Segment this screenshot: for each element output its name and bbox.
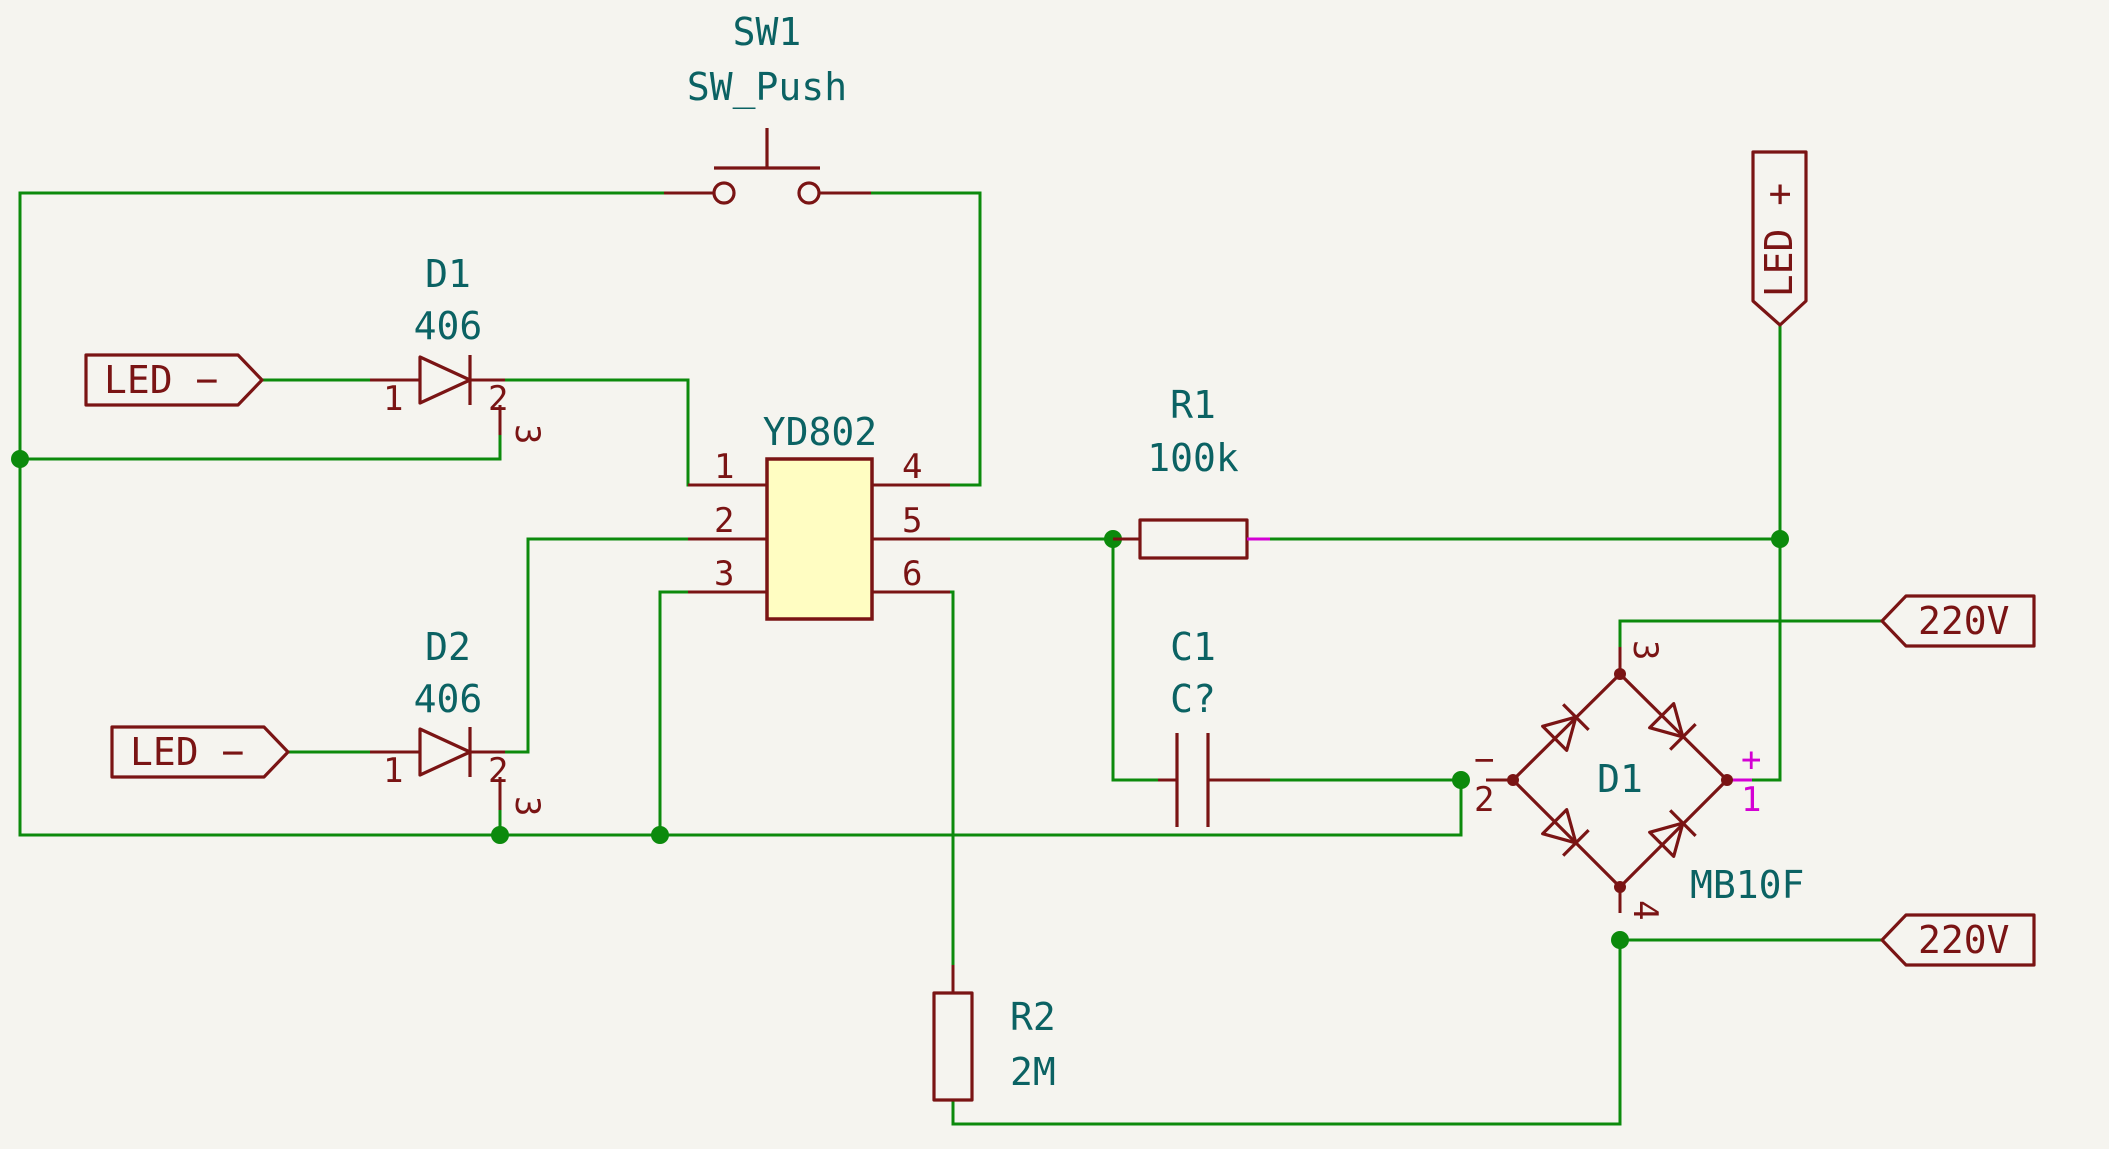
bridge-pin-ac1: 3: [1625, 640, 1665, 660]
wire-switch-left: [18, 191, 666, 837]
bridge-value: MB10F: [1690, 863, 1804, 907]
ic-pin2: 2: [714, 501, 734, 541]
bridge-pin-plus: +: [1741, 740, 1761, 780]
ic-body: [765, 457, 874, 621]
junction-220v-bottom: [1611, 931, 1629, 949]
d2-pin2: 2: [488, 751, 508, 791]
d1-ref: D1: [425, 252, 471, 296]
bridge-pin-plus-num: 1: [1741, 780, 1761, 820]
220v-bottom-text: 220V: [1918, 918, 2010, 962]
ic-pin4: 4: [902, 447, 922, 487]
wire-d1-pin3: [18, 433, 502, 461]
sw1-ref: SW1: [733, 10, 802, 54]
r1-value: 100k: [1147, 436, 1239, 480]
diode-d2[interactable]: D2 406 1 2 3: [370, 625, 547, 816]
wire-ic6-r2: [948, 590, 955, 995]
d2-pin3: 3: [507, 796, 547, 816]
bridge-pin-minus-num: 2: [1474, 780, 1494, 820]
d1-pin2: 2: [488, 379, 508, 419]
d2-pin1: 1: [383, 751, 403, 791]
bridge-pin-ac2: 4: [1625, 900, 1665, 920]
d1-value: 406: [414, 304, 483, 348]
r2-ref: R2: [1010, 995, 1056, 1039]
junction-d2-bus: [491, 826, 509, 844]
ic-pin3: 3: [714, 554, 734, 594]
junction-ic3-bus: [651, 826, 669, 844]
wire-bottom-bus: [488, 778, 1463, 837]
label-led-plus[interactable]: LED +: [1751, 150, 1808, 327]
r2-value: 2M: [1010, 1050, 1056, 1094]
label-220v-bottom[interactable]: 220V: [1880, 913, 2036, 967]
wires: [18, 191, 1884, 1126]
c1-value: C?: [1170, 677, 1216, 721]
ic-pin6: 6: [902, 554, 922, 594]
resistor-r1[interactable]: R1 100k: [1113, 383, 1270, 560]
resistor-r2[interactable]: R2 2M: [932, 965, 1056, 1102]
junction-left-rail: [11, 450, 29, 468]
220v-top-text: 220V: [1918, 599, 2010, 643]
wire-switch-right: [869, 191, 982, 487]
ic-ref: YD802: [763, 410, 877, 454]
diode-d1[interactable]: D1 406 1 2 3: [370, 252, 547, 444]
bridge-ref: D1: [1597, 757, 1643, 801]
switch-sw1[interactable]: SW1 SW_Push: [664, 10, 871, 205]
d2-value: 406: [414, 677, 483, 721]
junctions: [11, 450, 1789, 949]
wire-ledplus-bridge: [1750, 323, 1782, 782]
junction-bridge-minus: [1452, 771, 1470, 789]
ic-yd802[interactable]: YD802 1 2 3 4 5 6: [688, 410, 950, 621]
led-minus-2-text: LED −: [130, 730, 244, 774]
led-minus-1-text: LED −: [104, 358, 218, 402]
r1-ref: R1: [1170, 383, 1216, 427]
label-led-minus-2[interactable]: LED −: [110, 725, 290, 779]
label-led-minus-1[interactable]: LED −: [84, 353, 264, 407]
d2-ref: D2: [425, 625, 471, 669]
wire-220v-top: [1618, 619, 1884, 649]
junction-led-plus: [1771, 530, 1789, 548]
c1-ref: C1: [1170, 625, 1216, 669]
label-220v-top[interactable]: 220V: [1880, 594, 2036, 648]
capacitor-c1[interactable]: C1 C?: [1158, 625, 1270, 827]
wire-c1-left: [1111, 537, 1160, 782]
d1-pin3: 3: [507, 424, 547, 444]
sw1-value: SW_Push: [687, 65, 847, 110]
bridge-pin-minus: −: [1474, 740, 1494, 780]
wire-r2-bridge: [951, 938, 1622, 1126]
wire-d2-ic2: [503, 537, 717, 754]
d1-pin1: 1: [383, 379, 403, 419]
ic-pin5: 5: [902, 501, 922, 541]
bridge-rectifier-d1[interactable]: D1 MB10F − 2 + 1 3 4: [1474, 640, 1804, 920]
ic-pin1: 1: [714, 447, 734, 487]
led-plus-text: LED +: [1757, 183, 1801, 297]
